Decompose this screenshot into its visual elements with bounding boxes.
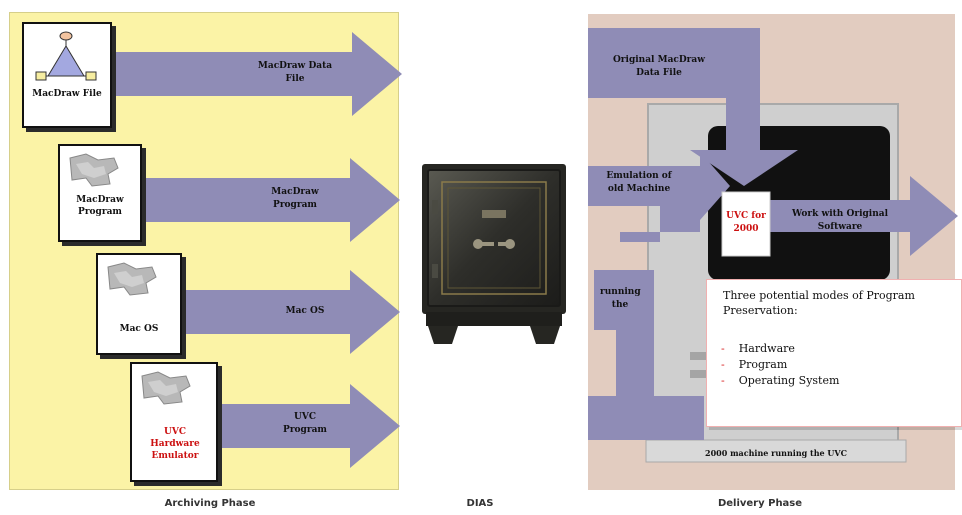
mode-item-program: -Program — [721, 358, 787, 372]
machine-caption: 2000 machine running the UVC — [676, 447, 876, 460]
modes-title: Three potential modes of Program Preserv… — [723, 288, 953, 318]
uvc-for-2000-label: UVC for 2000 — [724, 210, 768, 236]
delivery-phase-caption: Delivery Phase — [660, 498, 860, 509]
arrow-uvc-program-bottom — [588, 396, 704, 440]
bullet-dash-icon: - — [721, 374, 725, 387]
mode-item-hardware: -Hardware — [721, 342, 795, 356]
bullet-dash-icon: - — [721, 342, 725, 355]
bullet-dash-icon: - — [721, 358, 725, 371]
arrow-label-emulation: Emulation of old Machine — [600, 170, 678, 196]
arrow-label-original-data-file: Original MacDraw Data File — [604, 54, 714, 80]
preservation-modes-box: Three potential modes of Program Preserv… — [706, 279, 962, 427]
arrow-label-running-the: running the — [600, 286, 640, 312]
arrow-label-work-original-software: Work with Original Software — [790, 208, 890, 234]
mode-item-operating-system: -Operating System — [721, 374, 839, 388]
